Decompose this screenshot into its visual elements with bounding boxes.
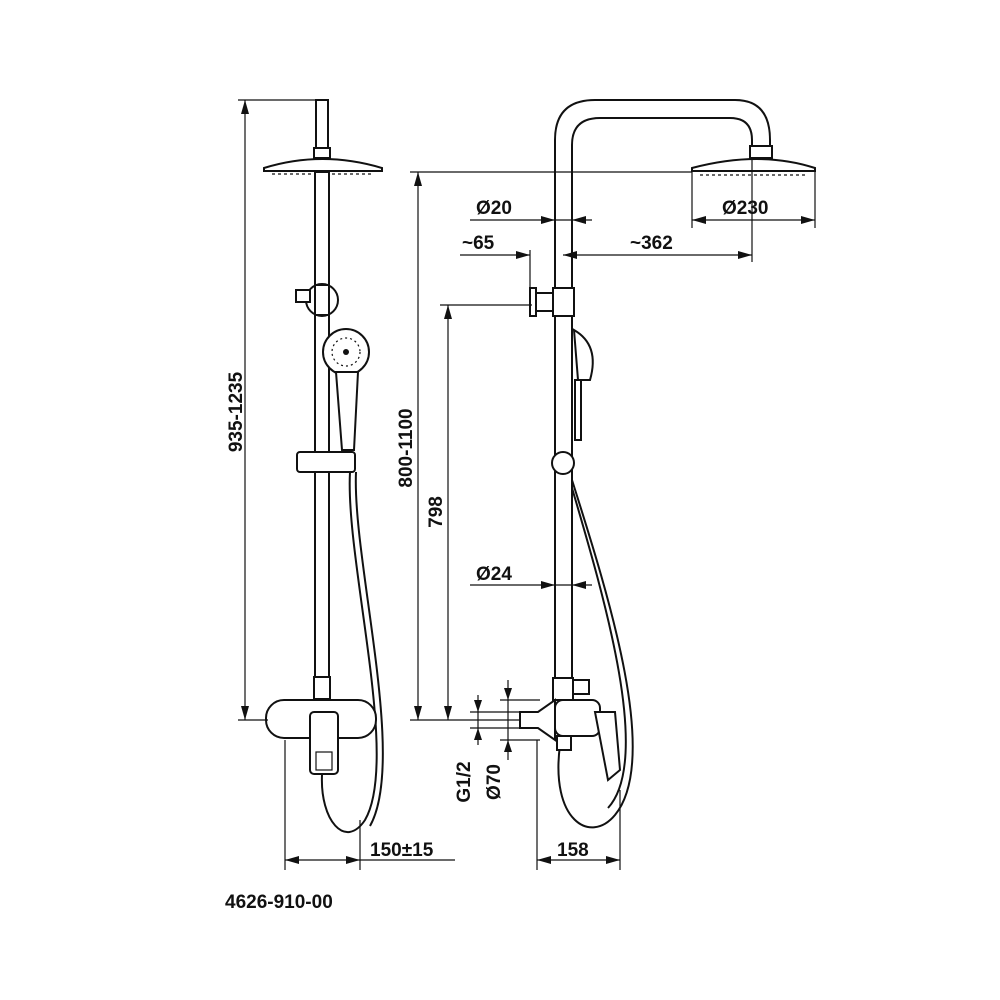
right-view: 800-1100 798 Ø20 ~65 ~362 Ø230 Ø24 bbox=[396, 99, 816, 870]
hand-shower-handle bbox=[334, 371, 360, 451]
hand-shower-holder bbox=[296, 451, 356, 473]
hand-shower-side bbox=[572, 328, 594, 381]
holder-offset-label: ~65 bbox=[462, 233, 495, 254]
wall-offset-label: 150±15 bbox=[370, 840, 434, 861]
mixer-handle bbox=[593, 711, 622, 782]
slider-lever bbox=[295, 289, 311, 303]
shower-arm-inner bbox=[571, 117, 753, 690]
hose bbox=[557, 479, 634, 829]
pipe-lower-diameter-label: Ø24 bbox=[476, 564, 512, 585]
shower-head bbox=[263, 158, 383, 172]
riser-top bbox=[315, 99, 329, 151]
shower-head bbox=[691, 158, 816, 172]
holder-ball bbox=[551, 451, 575, 475]
riser-pipe bbox=[314, 171, 330, 678]
head-connector bbox=[749, 145, 773, 159]
mixer-depth-label: 158 bbox=[557, 840, 589, 861]
head-connector bbox=[313, 147, 331, 159]
outlet-height-label: 798 bbox=[426, 496, 447, 528]
connection-thread-label: G1/2 bbox=[454, 761, 475, 802]
shower-arm-outer bbox=[554, 99, 771, 690]
pipe-upper-diameter-label: Ø20 bbox=[476, 198, 512, 219]
left-view: 935-1235 150±15 bbox=[226, 99, 455, 870]
hose bbox=[320, 471, 378, 834]
slider bbox=[552, 287, 575, 317]
mixer-handle bbox=[309, 711, 339, 775]
escutcheon-diameter-label: Ø70 bbox=[484, 764, 505, 800]
slider-knob bbox=[534, 292, 554, 312]
wall-connection bbox=[519, 698, 556, 742]
arm-length-label: ~362 bbox=[630, 233, 673, 254]
height-range-label: 800-1100 bbox=[396, 408, 417, 487]
height-range-label: 935-1235 bbox=[226, 371, 247, 452]
head-diameter-label: Ø230 bbox=[722, 198, 768, 219]
mixer-body bbox=[554, 699, 601, 737]
part-number: 4626-910-00 bbox=[225, 892, 333, 913]
